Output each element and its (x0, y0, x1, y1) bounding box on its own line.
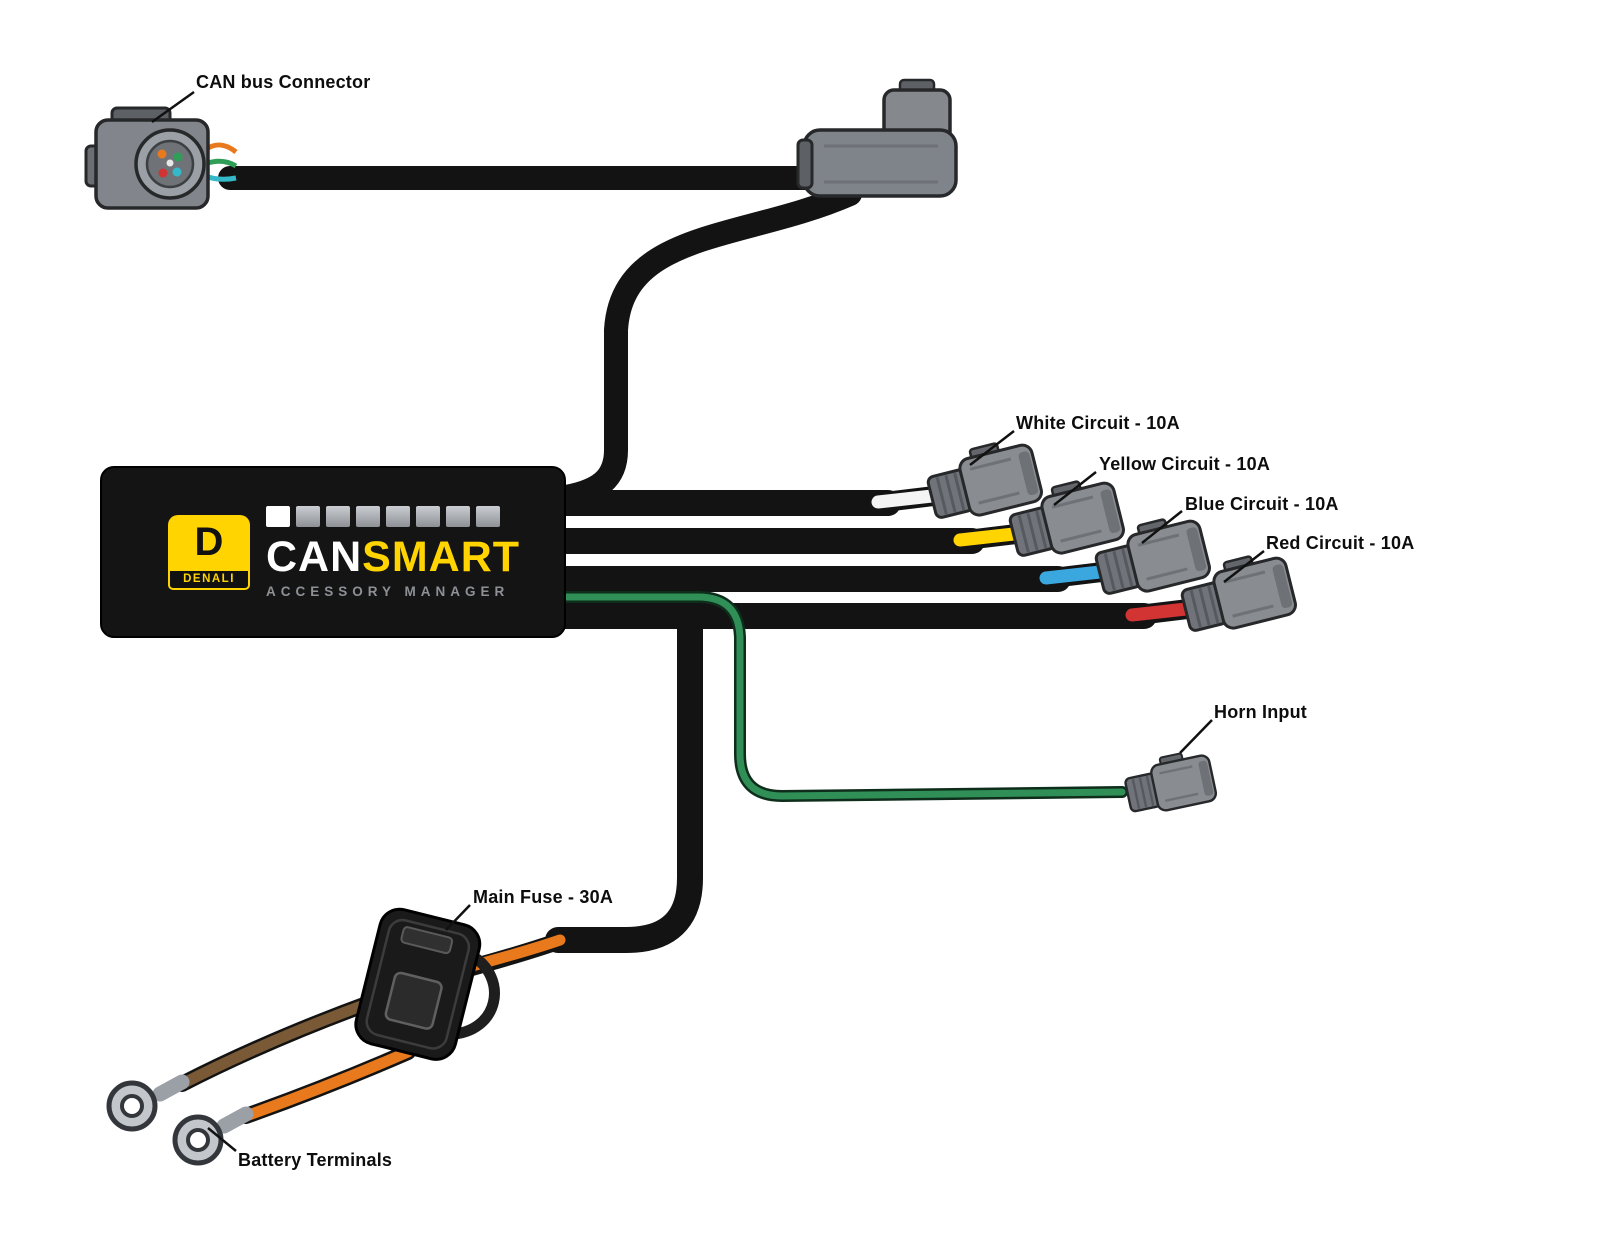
diagnostic-plug-graphic (796, 78, 958, 198)
indicator-square (296, 505, 320, 527)
battery-terminal-ring-2 (172, 1114, 224, 1166)
indicator-square (356, 505, 380, 527)
circuit-wire-stubs (866, 486, 1198, 626)
label-red-circuit: Red Circuit - 10A (1266, 533, 1415, 553)
cansmart-controller: D DENALI CANSMART ACCESSORY MANAGER (100, 466, 566, 638)
indicator-squares (266, 505, 520, 527)
indicator-square (266, 505, 290, 527)
indicator-square (446, 505, 470, 527)
label-horn-input: Horn Input (1214, 702, 1307, 722)
indicator-square (326, 505, 350, 527)
device-name-secondary: SMART (362, 532, 521, 581)
label-battery-terminals: Battery Terminals (238, 1150, 393, 1170)
horn-input-connector (1120, 746, 1219, 819)
device-subtitle: ACCESSORY MANAGER (266, 583, 510, 599)
device-branding: CANSMART ACCESSORY MANAGER (266, 505, 521, 599)
denali-brand-text: DENALI (168, 568, 250, 590)
device-name-primary: CAN (266, 532, 363, 581)
leader-lines (151, 90, 1265, 1152)
indicator-square (476, 505, 500, 527)
battery-terminal-ring-1 (106, 1080, 158, 1132)
denali-logo-letter: D (194, 519, 224, 564)
indicator-square (386, 505, 410, 527)
denali-logo: D DENALI (168, 514, 250, 590)
label-white-circuit: White Circuit - 10A (1016, 413, 1180, 433)
label-yellow-circuit: Yellow Circuit - 10A (1099, 454, 1271, 474)
fuse-holder-graphic (354, 907, 500, 1061)
device-name: CANSMART (266, 532, 521, 581)
canbus-connector-graphic (84, 106, 238, 210)
horn-wire (556, 593, 1126, 800)
fuse-and-battery-graphic (106, 907, 571, 1166)
device-input-cable (548, 182, 862, 510)
label-main-fuse: Main Fuse - 30A (473, 887, 614, 907)
label-can-bus-connector: CAN bus Connector (196, 72, 371, 92)
power-cable (545, 595, 703, 953)
label-blue-circuit: Blue Circuit - 10A (1185, 494, 1339, 514)
indicator-square (416, 505, 440, 527)
denali-logo-icon: D (168, 514, 250, 569)
